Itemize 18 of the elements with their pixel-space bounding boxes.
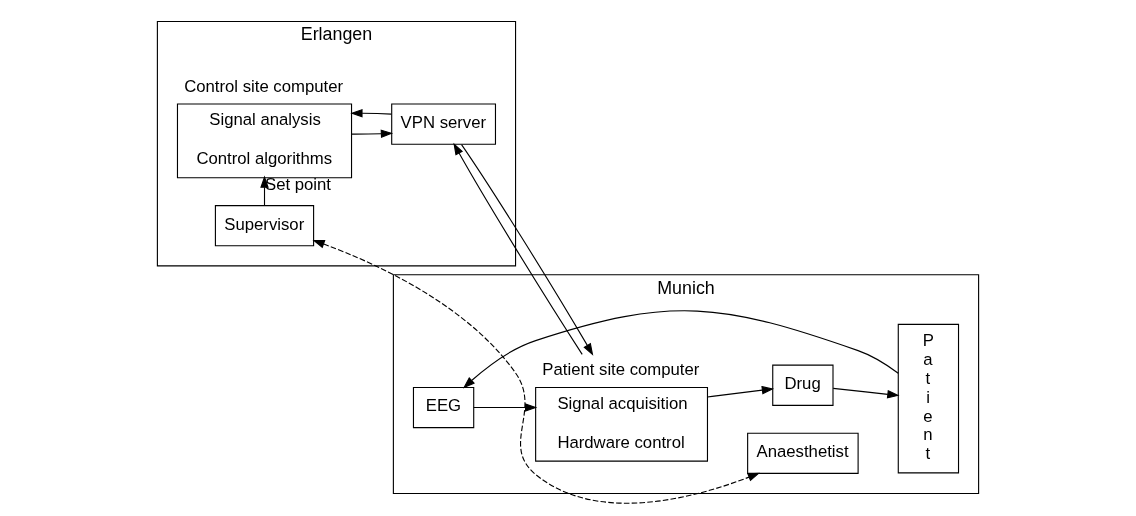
node-label: Patient site computer — [542, 360, 700, 380]
arrow — [351, 129, 394, 139]
arrow — [832, 387, 900, 399]
node-box: EEG — [412, 386, 475, 429]
node-label: Control site computer — [184, 76, 344, 96]
node-box: Drug — [772, 364, 834, 406]
node-box: Signal analysis Control algorithms — [176, 103, 353, 179]
arrow — [312, 239, 761, 504]
node-box: Supervisor — [214, 205, 315, 247]
arrow — [706, 385, 775, 398]
node-box: Patient — [897, 323, 960, 474]
node-box: Anaesthetist — [747, 432, 859, 474]
arrow — [260, 175, 269, 206]
arrow — [462, 310, 899, 389]
arrow — [473, 403, 538, 412]
arrow — [350, 109, 392, 118]
node-box: Signal acquisition Hardware control — [535, 386, 709, 462]
node-box: VPN server — [391, 103, 497, 145]
